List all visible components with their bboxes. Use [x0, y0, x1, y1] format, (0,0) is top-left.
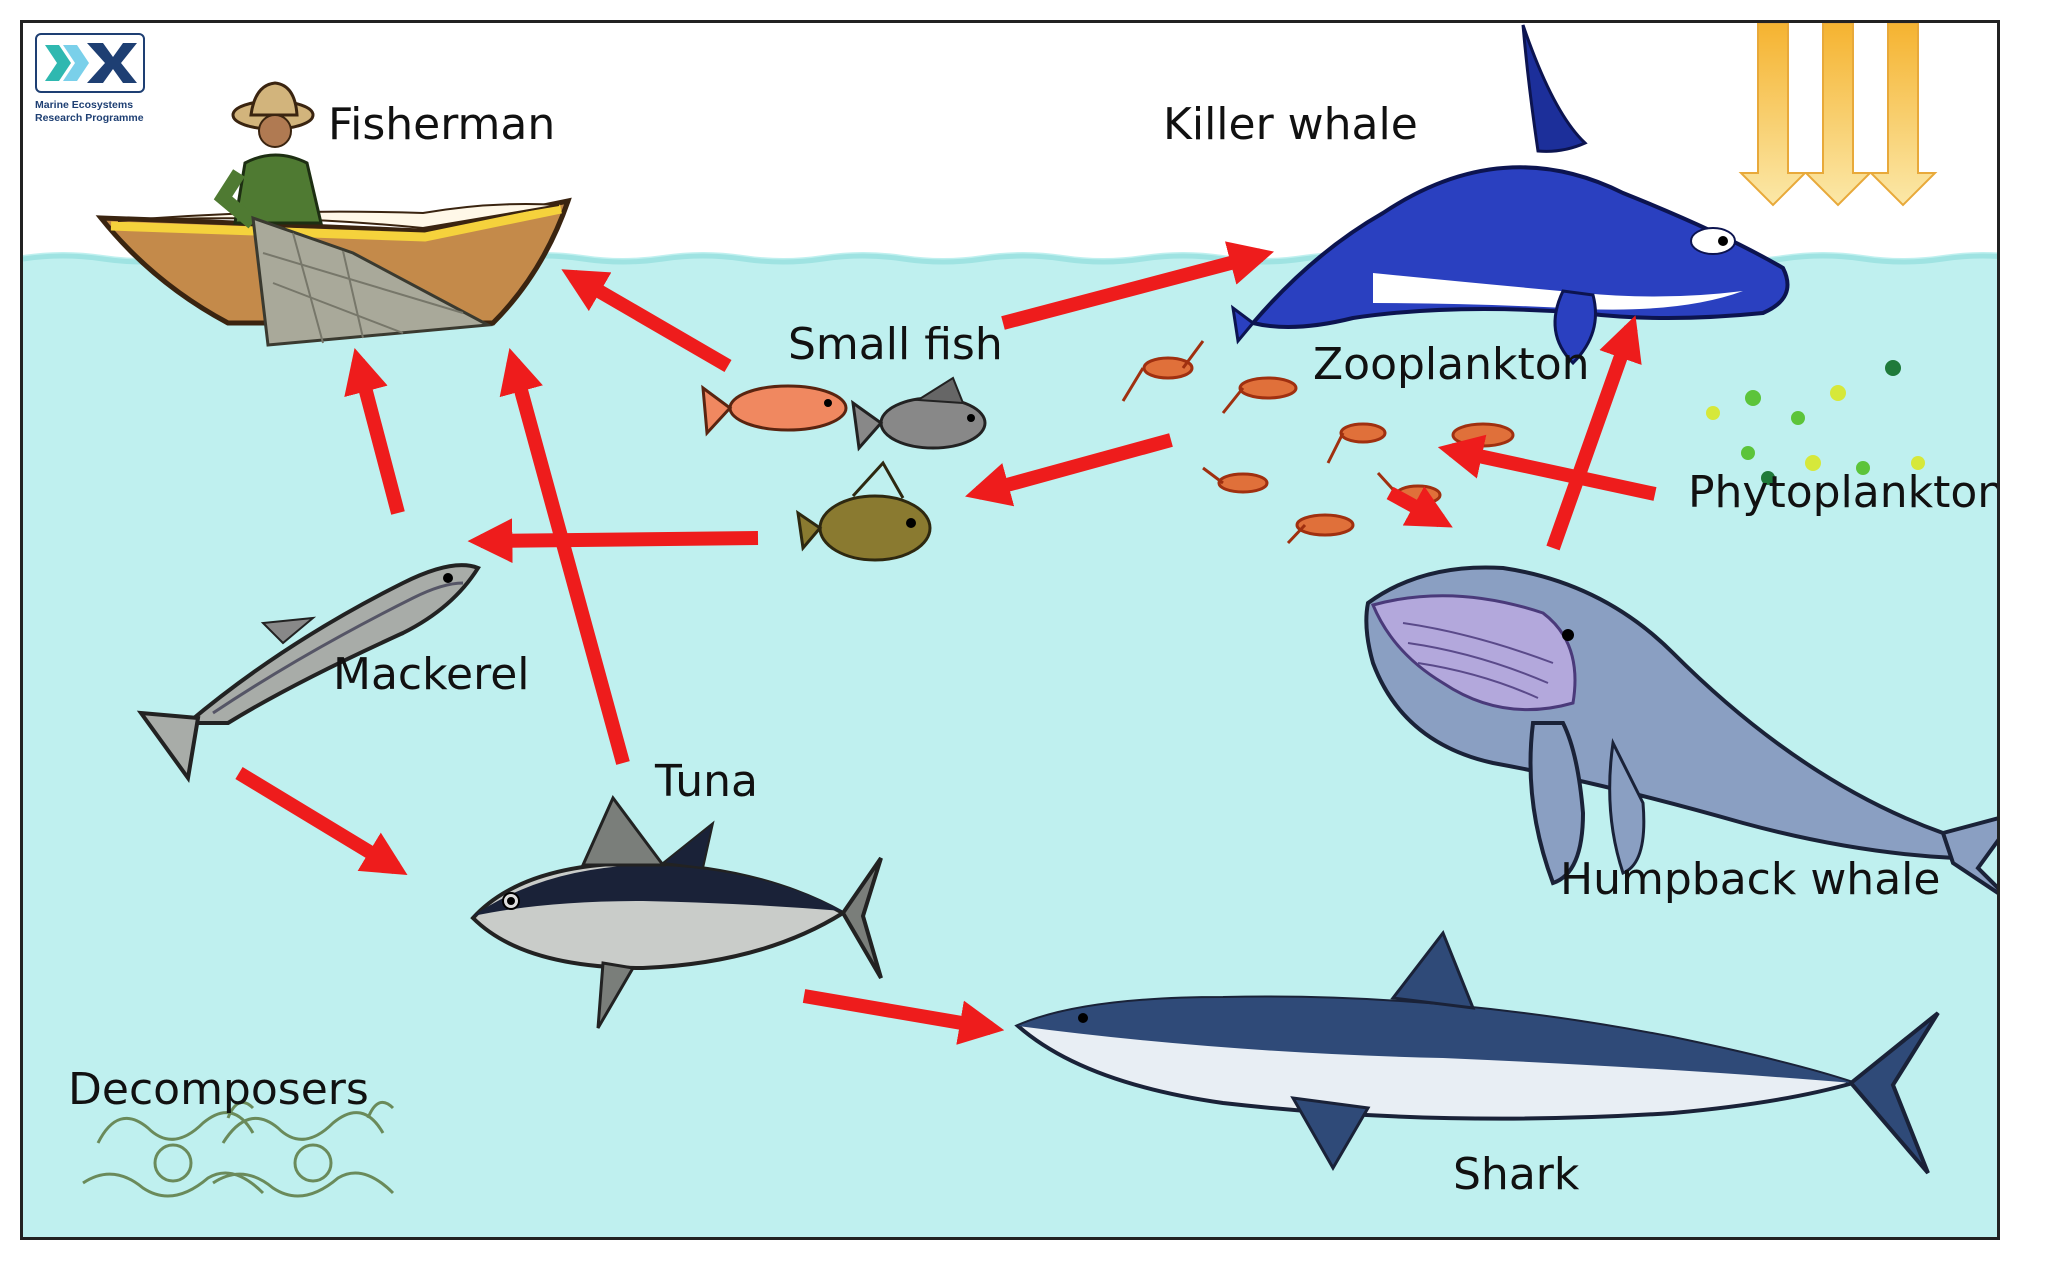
logo-mark-icon: [35, 33, 145, 93]
mackerel-icon: [136, 563, 481, 784]
label-shark: Shark: [1453, 1149, 1580, 1200]
small-fish-icon: [701, 376, 987, 562]
label-phytoplankton: Phytoplankton: [1688, 467, 2000, 518]
label-decomposers: Decomposers: [68, 1064, 369, 1115]
label-zooplankton: Zooplankton: [1313, 339, 1590, 390]
label-mackerel: Mackerel: [333, 649, 530, 700]
tuna-icon: [470, 795, 883, 1029]
arrow-zooplankton-to-humpback: [1386, 486, 1453, 528]
arrow-smallfish-to-mackerel: [467, 518, 759, 564]
arrow-tuna-to-shark: [802, 989, 1005, 1045]
decomposers-icon: [82, 1100, 395, 1198]
arrow-zooplankton-to-smallfish: [965, 433, 1173, 507]
logo-text-line2: Research Programme: [35, 112, 144, 124]
food-web-diagram: Marine Ecosystems Research Programme Fis…: [20, 20, 2000, 1240]
shark-icon: [1014, 929, 1940, 1175]
fisherman-boat-icon: [95, 81, 572, 347]
label-killer-whale: Killer whale: [1163, 99, 1418, 150]
label-fisherman: Fisherman: [328, 99, 556, 150]
arrow-mackerel-to-fisherman: [344, 348, 405, 515]
arrow-phytoplankton-to-zooplankton: [1437, 434, 1657, 501]
label-small-fish: Small fish: [788, 319, 1003, 370]
sunlight-arrows-icon: [1738, 23, 1938, 207]
arrow-tuna-to-fisherman: [499, 348, 630, 765]
label-humpback-whale: Humpback whale: [1560, 854, 1941, 905]
humpback-whale-icon: [1364, 565, 1997, 895]
ocean-water: [23, 252, 1997, 1237]
phytoplankton-icon: [1706, 360, 1925, 485]
arrow-smallfish-to-killerwhale: [1001, 241, 1274, 330]
arrow-humpback-to-killerwhale: [1546, 315, 1642, 551]
killer-whale-icon: [1230, 24, 1790, 366]
logo-text-line1: Marine Ecosystems: [35, 99, 134, 111]
mer-programme-logo: Marine Ecosystems Research Programme: [35, 33, 160, 148]
arrow-smallfish-to-fisherman: [561, 269, 732, 373]
food-web-arrows: [235, 241, 1657, 1045]
label-tuna: Tuna: [655, 756, 758, 807]
arrow-mackerel-to-tuna: [235, 767, 408, 875]
